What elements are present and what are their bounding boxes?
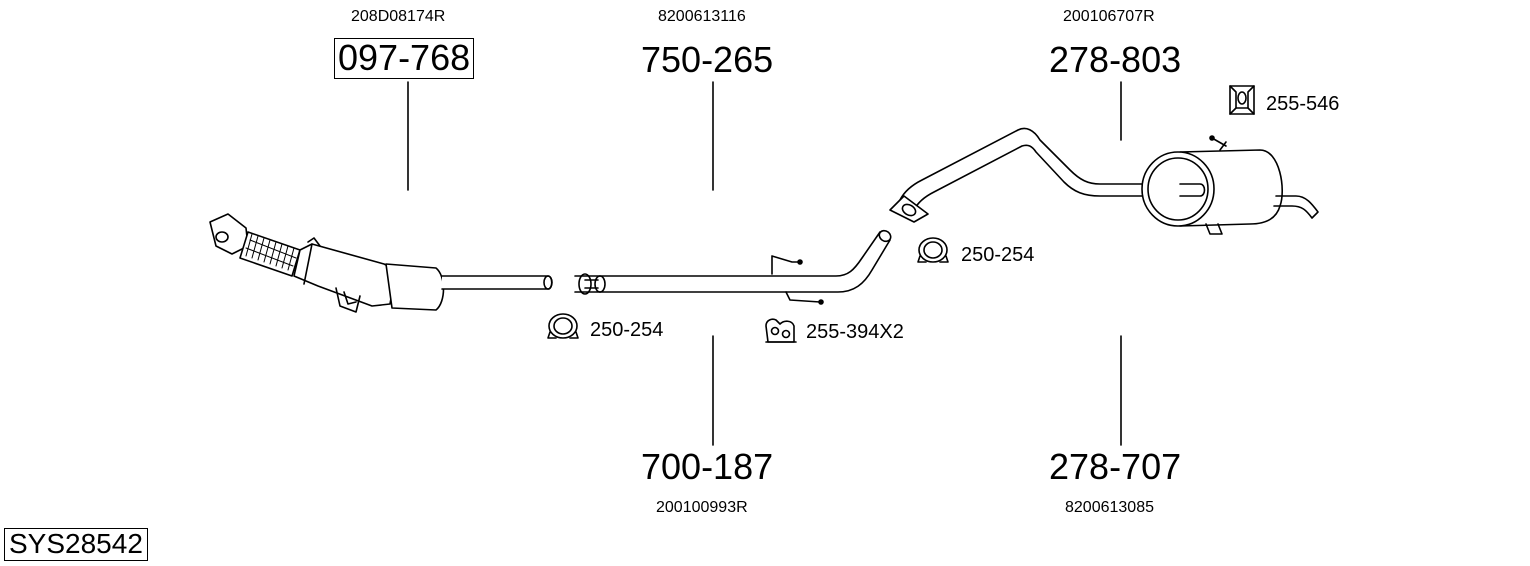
part-number-rear-silencer[interactable]: 278-707 [1049,446,1182,487]
clamp-label[interactable]: 250-254 [961,244,1035,266]
clamp-label[interactable]: 250-254 [590,319,664,341]
oe-number-rear-pipe: 200106707R [1063,8,1155,25]
rear-pipe-drawing [889,127,1181,223]
rear-silencer-drawing [1141,135,1319,235]
catalyst-drawing [209,213,553,313]
rubber-mount-label[interactable]: 255-546 [1266,93,1340,115]
clamp-icon [917,237,949,263]
part-number-middle-pipe[interactable]: 750-265 [641,39,774,80]
rubber-mount-icon [1229,85,1255,115]
rubber-mount-icon [765,318,797,343]
system-code: SYS28542 [4,528,148,561]
part-number-catalyst[interactable]: 097-768 [334,38,475,79]
oe-number-middle-pipe: 8200613116 [658,8,746,25]
middle-pipe-drawing [574,229,892,305]
oe-number-rear-silencer: 8200613085 [1065,499,1154,516]
part-number-front-pipe[interactable]: 700-187 [641,446,774,487]
rubber-mount-label[interactable]: 255-394X2 [806,321,904,343]
clamp-icon [547,313,579,339]
oe-number-front-pipe: 200100993R [656,499,748,516]
part-number-rear-pipe[interactable]: 278-803 [1049,39,1182,80]
oe-number-catalyst: 208D08174R [351,8,446,25]
